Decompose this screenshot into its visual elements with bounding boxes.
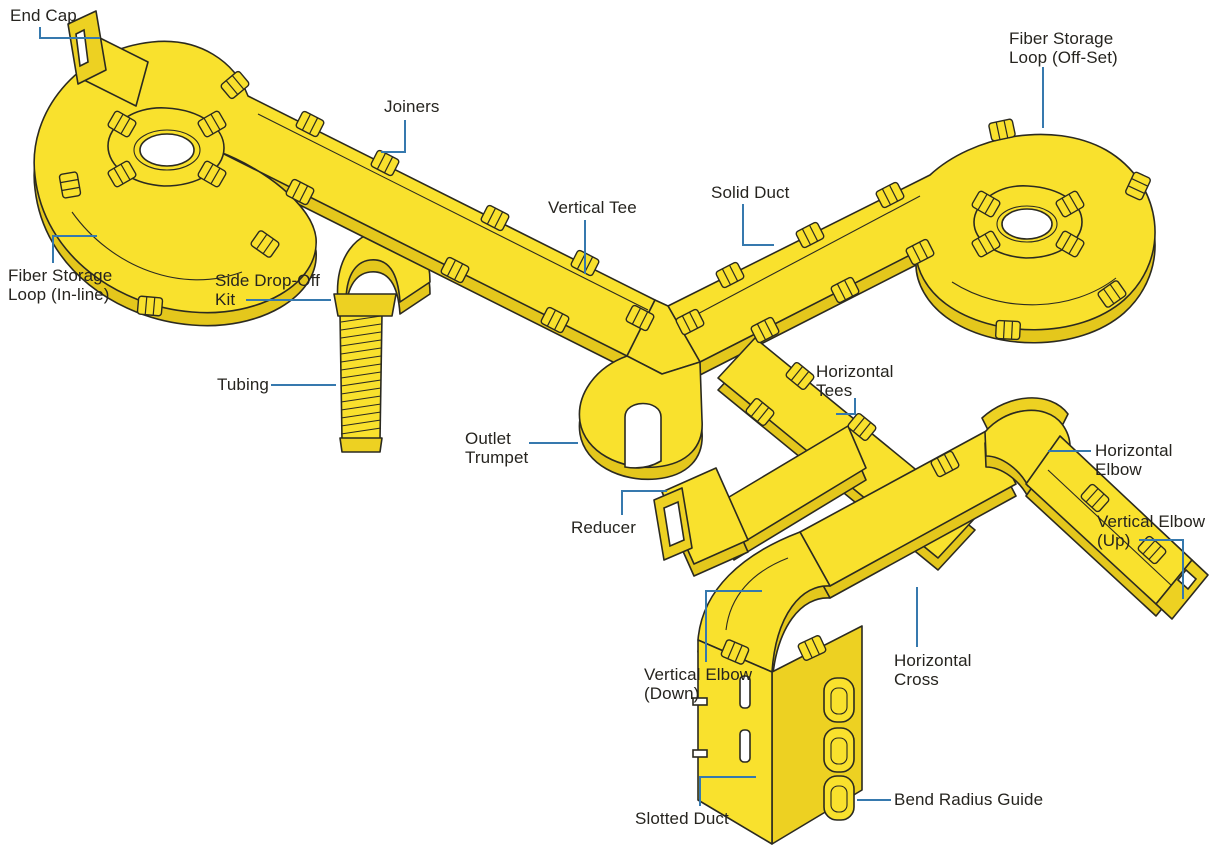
leader-solid-duct (742, 204, 774, 246)
label-horizontal-cross: Horizontal Cross (894, 651, 972, 689)
leader-fiber-storage-loop-inline (52, 235, 97, 263)
label-fiber-storage-loop-offset: Fiber Storage Loop (Off-Set) (1009, 29, 1118, 67)
fiber-storage-loop-inline-shape (33, 40, 656, 370)
label-outlet-trumpet: Outlet Trumpet (465, 429, 529, 467)
leader-joiners (381, 120, 406, 153)
side-drop-off-kit-shape (333, 229, 431, 317)
label-vertical-elbow-up: Vertical Elbow (Up) (1097, 512, 1206, 550)
label-reducer: Reducer (571, 518, 636, 537)
tubing-shape (339, 313, 383, 453)
label-fiber-storage-loop-inline: Fiber Storage Loop (In-line) (8, 266, 113, 304)
label-solid-duct: Solid Duct (711, 183, 790, 202)
leader-slotted-duct (699, 776, 756, 806)
bend-radius-guides (823, 677, 855, 821)
leader-reducer (621, 490, 667, 515)
label-horizontal-elbow: Horizontal Elbow (1095, 441, 1173, 479)
label-bend-radius-guide: Bend Radius Guide (894, 790, 1044, 809)
label-joiners: Joiners (384, 97, 440, 116)
label-side-drop-off-kit: Side Drop-Off Kit (215, 271, 320, 309)
slotted-duct-shape (692, 625, 863, 845)
label-slotted-duct: Slotted Duct (635, 809, 729, 828)
label-vertical-tee: Vertical Tee (548, 198, 637, 217)
horizontal-elbow-shape (981, 397, 1071, 498)
fiber-storage-loop-offset-shape (667, 133, 1156, 376)
label-vertical-elbow-down: Vertical Elbow (Down) (644, 665, 753, 703)
label-horizontal-tees: Horizontal Tees (816, 362, 894, 400)
leader-end-cap (39, 27, 100, 39)
leader-lines (39, 27, 1184, 806)
vertical-elbow-down-shape (697, 531, 831, 685)
leader-vertical-elbow-up (1139, 539, 1184, 599)
outlet-trumpet-shape (578, 355, 703, 481)
reducer-shape (653, 425, 867, 577)
label-end-cap: End Cap (10, 6, 77, 25)
leader-vertical-elbow-down (705, 590, 762, 662)
leader-horizontal-tees (836, 398, 856, 415)
label-tubing: Tubing (217, 375, 269, 394)
